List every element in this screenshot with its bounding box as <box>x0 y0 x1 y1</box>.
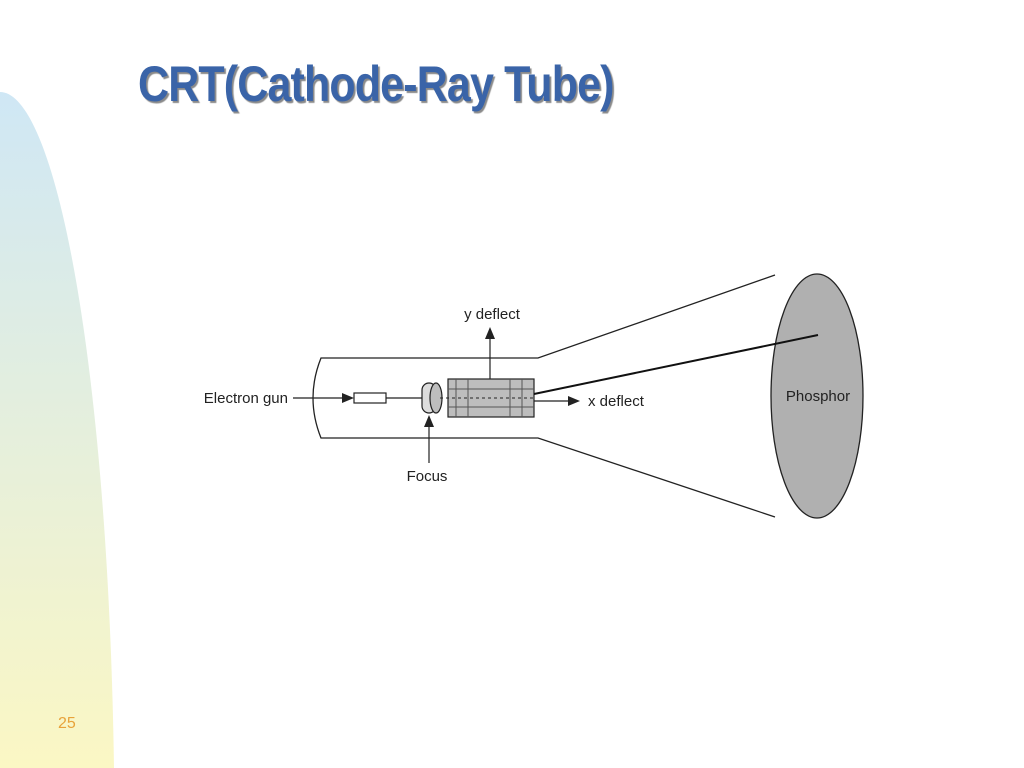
x-deflect-arrowhead <box>568 396 580 406</box>
electron-beam <box>533 334 819 395</box>
focus-lens <box>421 382 443 414</box>
label-x-deflect: x deflect <box>588 393 645 410</box>
focus-arrowhead <box>424 415 434 427</box>
label-electron-gun: Electron gun <box>204 390 288 407</box>
label-y-deflect: y deflect <box>464 306 521 323</box>
electron-gun-arrowhead <box>342 393 354 403</box>
crt-diagram: Electron gun y deflect x deflect Focus P… <box>204 273 864 519</box>
slide-number: 25 <box>58 715 76 732</box>
phosphor-screen <box>770 273 864 519</box>
y-deflect-arrowhead <box>485 327 495 339</box>
slide-title: CRT(Cathode-Ray Tube) <box>138 56 614 112</box>
electron-gun-cathode <box>353 392 387 404</box>
label-focus: Focus <box>407 468 448 485</box>
label-phosphor: Phosphor <box>786 388 850 405</box>
